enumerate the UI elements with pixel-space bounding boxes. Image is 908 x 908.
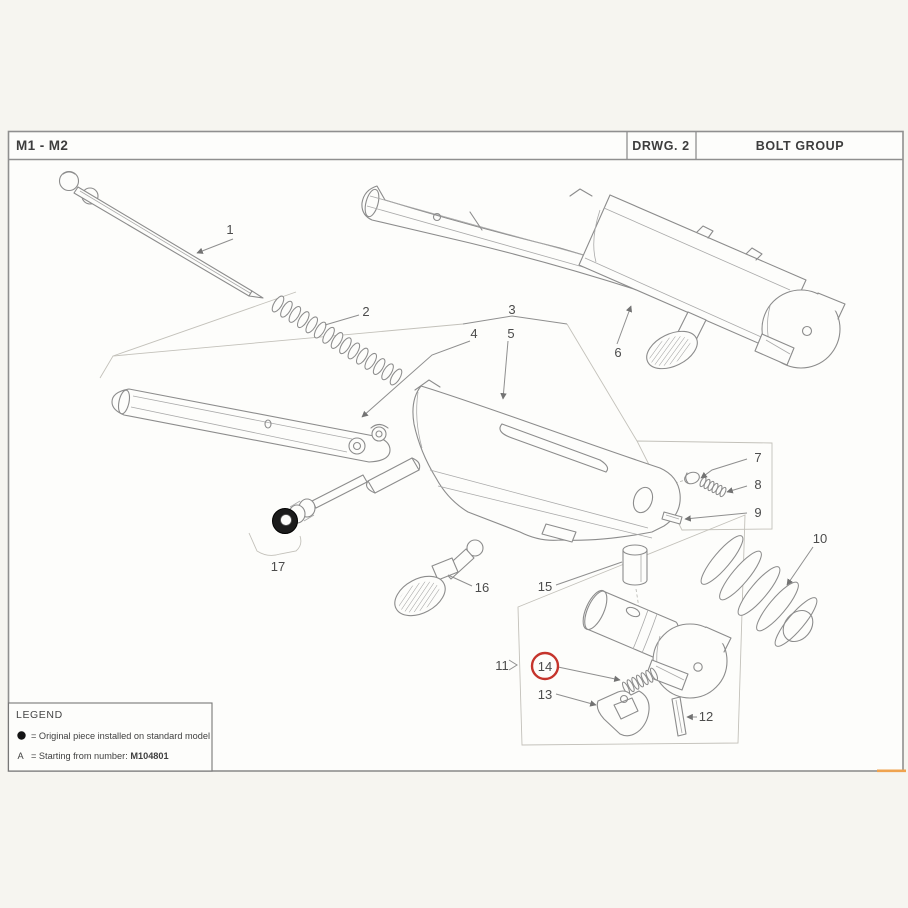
callout-8: 8 [754, 477, 761, 492]
bolt-handle-grip-hatch [649, 336, 691, 366]
extractor-spring [621, 667, 659, 695]
recoil-spring-end-hole [782, 609, 814, 643]
bolt-handle [394, 539, 484, 617]
callout-13: 13 [538, 687, 552, 702]
legend-letter-text: = Starting from number: M104801 [31, 751, 169, 761]
locking-head [645, 616, 737, 699]
callout-1: 1 [226, 222, 233, 237]
callout-6: 6 [614, 345, 621, 360]
sheet-title: BOLT GROUP [756, 139, 844, 153]
callout-14: 14 [538, 659, 552, 674]
callout-4: 4 [470, 326, 477, 341]
recoil-spring [700, 535, 818, 647]
retaining-pin [671, 696, 687, 737]
drawing-number: DRWG. 2 [632, 139, 689, 153]
callout-labels: 1 2 3 4 5 6 7 8 9 10 11 12 13 14 15 16 1… [226, 222, 827, 724]
firing-pin-spring [271, 295, 403, 386]
legend-title: LEGEND [16, 709, 63, 721]
roll-pin [661, 511, 683, 525]
group-outlines [99, 291, 773, 746]
bolt-carrier [412, 379, 681, 543]
callout-5: 5 [507, 326, 514, 341]
legend-letter-symbol: A [18, 751, 25, 761]
assembled-bolt-group [361, 185, 849, 370]
legend-bullet-text: = Original piece installed on standard m… [31, 731, 210, 741]
screw-washer [272, 508, 298, 534]
detent-spring [699, 476, 727, 498]
callout-7: 7 [754, 450, 761, 465]
bolt-handle-grip-hatch [398, 581, 440, 613]
callout-12: 12 [699, 709, 713, 724]
bolt-head-group-box [517, 514, 746, 746]
callout-15: 15 [538, 579, 552, 594]
leader-lines [196, 238, 814, 721]
callout-9: 9 [754, 505, 761, 520]
model-range-title: M1 - M2 [16, 138, 68, 153]
legend-bullet-icon [17, 731, 26, 740]
screw-group-bracket [248, 532, 302, 556]
callout-17: 17 [271, 559, 285, 574]
header-bar: M1 - M2 DRWG. 2 BOLT GROUP [16, 138, 844, 153]
callout-2: 2 [362, 304, 369, 319]
highlight-circle-part-14 [530, 651, 560, 681]
operating-rod [111, 388, 391, 463]
callout-11: 11 [495, 658, 509, 673]
callout-3: 3 [508, 302, 515, 317]
extractor [596, 690, 650, 737]
detent-plunger [684, 471, 700, 485]
callout-16: 16 [475, 580, 489, 595]
callout-10: 10 [813, 531, 827, 546]
bolt-plunger [622, 544, 648, 586]
legend-box: LEGEND = Original piece installed on sta… [7, 702, 213, 772]
firing-pin [58, 170, 264, 299]
